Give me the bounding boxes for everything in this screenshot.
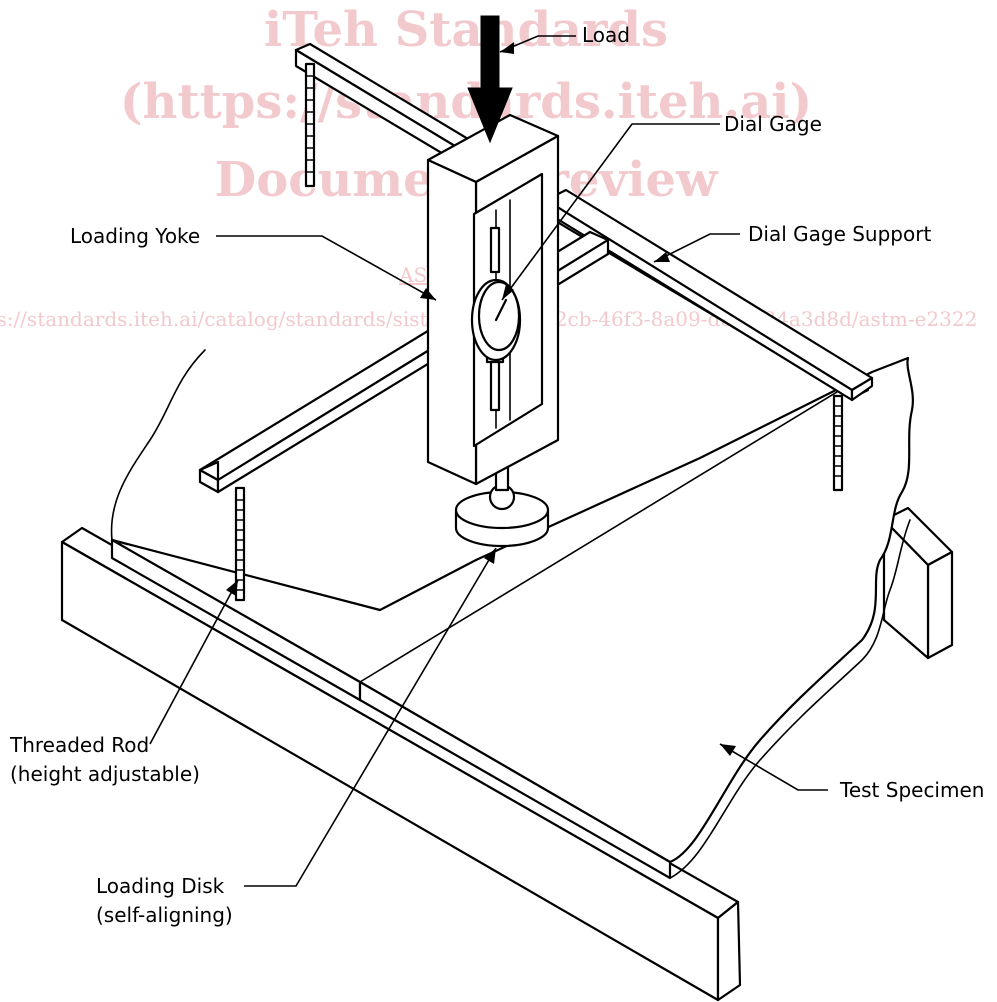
label-loading-yoke: Loading Yoke — [70, 224, 200, 248]
test-specimen-sheet — [110, 349, 914, 880]
load-arrow-icon — [467, 15, 513, 144]
right-support-block — [882, 506, 954, 660]
loading-disk — [454, 458, 550, 548]
threaded-rod-right — [832, 394, 844, 492]
label-dial-gage-support: Dial Gage Support — [748, 222, 931, 246]
threaded-rod-left — [234, 486, 246, 602]
threaded-rod-rear — [304, 62, 316, 188]
label-threaded-rod-note: (height adjustable) — [10, 762, 200, 786]
label-loading-disk: Loading Disk — [96, 874, 225, 898]
dial-gage — [470, 278, 522, 362]
label-dial-gage: Dial Gage — [724, 112, 822, 136]
label-test-specimen: Test Specimen — [839, 778, 984, 802]
watermark-line1: iTeh Standards — [264, 2, 668, 58]
label-load: Load — [582, 23, 630, 47]
watermark-line2: (https://standards.iteh.ai) — [120, 74, 812, 130]
label-threaded-rod: Threaded Rod — [9, 733, 149, 757]
label-loading-disk-note: (self-aligning) — [96, 903, 233, 927]
leader-lines — [149, 35, 828, 887]
